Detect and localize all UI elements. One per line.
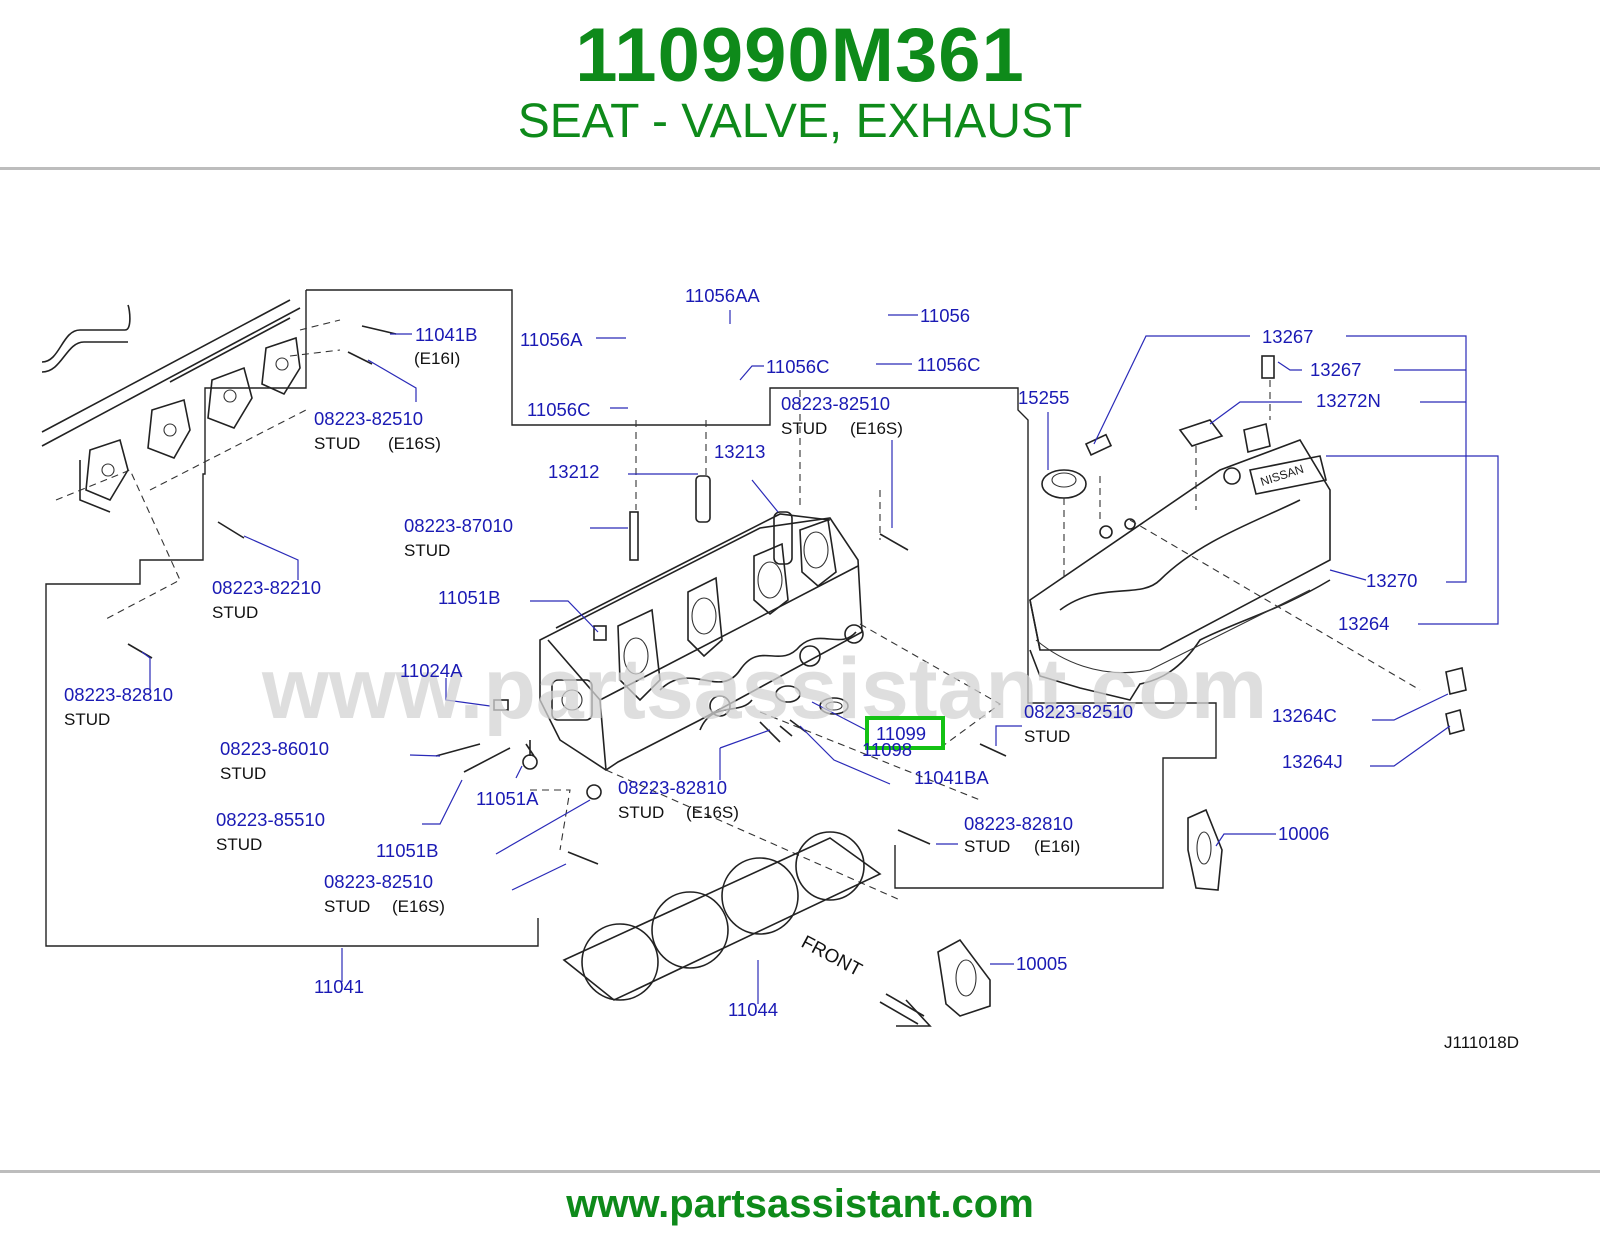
callout-13267[interactable]: 13267	[1310, 359, 1361, 380]
svg-text:FRONT: FRONT	[798, 932, 866, 981]
callout-13213[interactable]: 13213	[714, 441, 765, 462]
callout-08223-82510[interactable]: 08223-82510	[324, 871, 433, 892]
callout-11098[interactable]: 11098	[862, 739, 912, 760]
callout-13270[interactable]: 13270	[1366, 570, 1417, 591]
callout-11056a[interactable]: 11056A	[520, 329, 583, 350]
callout-08223-82510[interactable]: 08223-82510	[314, 408, 423, 429]
callout-11056[interactable]: 11056	[920, 305, 970, 326]
callout-11056c[interactable]: 11056C	[917, 354, 980, 375]
callout-note: STUD	[404, 541, 450, 560]
callout-11056aa[interactable]: 11056AA	[685, 285, 760, 306]
callout-note: (E16I)	[414, 349, 460, 368]
callout-10006[interactable]: 10006	[1278, 823, 1329, 844]
callout-note: STUD	[781, 419, 827, 438]
callout-note: (E16S)	[388, 434, 441, 453]
callout-08223-82210[interactable]: 08223-82210	[212, 577, 321, 598]
callout-13272n[interactable]: 13272N	[1316, 390, 1381, 411]
part-number-title: 110990M361	[575, 13, 1025, 98]
callout-13267[interactable]: 13267	[1262, 326, 1313, 347]
callout-08223-82810[interactable]: 08223-82810	[64, 684, 173, 705]
bracket-drawings	[937, 808, 1223, 1017]
callout-11051a[interactable]: 11051A	[476, 788, 539, 809]
header-divider	[0, 167, 1600, 170]
callout-note: STUD	[1024, 727, 1070, 746]
callout-note: (E16S)	[850, 419, 903, 438]
callout-note: STUD	[212, 603, 258, 622]
callout-13264c[interactable]: 13264C	[1272, 705, 1337, 726]
exhaust-manifold-drawing	[41, 299, 341, 621]
highlight-box	[865, 716, 945, 750]
footer-divider	[0, 1170, 1600, 1173]
valve-cover-drawing: NISSAN	[1029, 355, 1467, 736]
callout-note: (E16S)	[392, 897, 445, 916]
callout-08223-86010[interactable]: 08223-86010	[220, 738, 329, 759]
parts-diagram: NISSAN FRONT	[41, 285, 1519, 1052]
callout-13264j[interactable]: 13264J	[1282, 751, 1343, 772]
callout-13212[interactable]: 13212	[548, 461, 599, 482]
assembly-frames	[45, 289, 1217, 947]
callout-note: STUD	[618, 803, 664, 822]
callout-13264[interactable]: 13264	[1338, 613, 1389, 634]
callout-11056c[interactable]: 11056C	[527, 399, 590, 420]
leader-lines	[141, 310, 1499, 1004]
callout-10005[interactable]: 10005	[1016, 953, 1067, 974]
callout-labels: 11041B (E16I) 08223-82510 STUD (E16S) 11…	[64, 285, 1417, 1020]
callout-08223-85510[interactable]: 08223-85510	[216, 809, 325, 830]
head-gasket-drawing	[562, 831, 882, 1001]
callout-11024a[interactable]: 11024A	[400, 660, 463, 681]
cylinder-head-drawing	[127, 325, 1007, 901]
callout-note: STUD	[64, 710, 110, 729]
callout-11056c[interactable]: 11056C	[766, 356, 829, 377]
callout-08223-82510[interactable]: 08223-82510	[1024, 701, 1133, 722]
callout-08223-87010[interactable]: 08223-87010	[404, 515, 513, 536]
callout-11041b[interactable]: 11041B	[415, 324, 477, 345]
part-description: SEAT - VALVE, EXHAUST	[517, 95, 1083, 148]
callout-11051b[interactable]: 11051B	[438, 587, 500, 608]
callout-08223-82810[interactable]: 08223-82810	[618, 777, 727, 798]
callout-11099-highlighted[interactable]: 11099	[876, 723, 926, 744]
callout-08223-82810[interactable]: 08223-82810	[964, 813, 1073, 834]
watermark: www.partsassistant.com	[261, 641, 1267, 737]
callout-11041[interactable]: 11041	[314, 976, 364, 997]
callout-08223-82510[interactable]: 08223-82510	[781, 393, 890, 414]
callout-note: STUD	[314, 434, 360, 453]
page-header: 110990M361 SEAT - VALVE, EXHAUST	[0, 0, 1600, 168]
callout-15255[interactable]: 15255	[1018, 387, 1069, 408]
callout-11051b[interactable]: 11051B	[376, 840, 438, 861]
callout-note: (E16S)	[686, 803, 739, 822]
front-arrow: FRONT	[798, 932, 932, 1027]
callout-note: STUD	[216, 835, 262, 854]
callout-note: (E16I)	[1034, 837, 1080, 856]
callout-11041ba[interactable]: 11041BA	[914, 767, 989, 788]
callout-11044[interactable]: 11044	[728, 999, 778, 1020]
callout-note: STUD	[220, 764, 266, 783]
callout-note: STUD	[964, 837, 1010, 856]
callout-note: STUD	[324, 897, 370, 916]
footer-site-link[interactable]: www.partsassistant.com	[566, 1182, 1034, 1226]
diagram-reference-code: J111018D	[1444, 1033, 1519, 1052]
